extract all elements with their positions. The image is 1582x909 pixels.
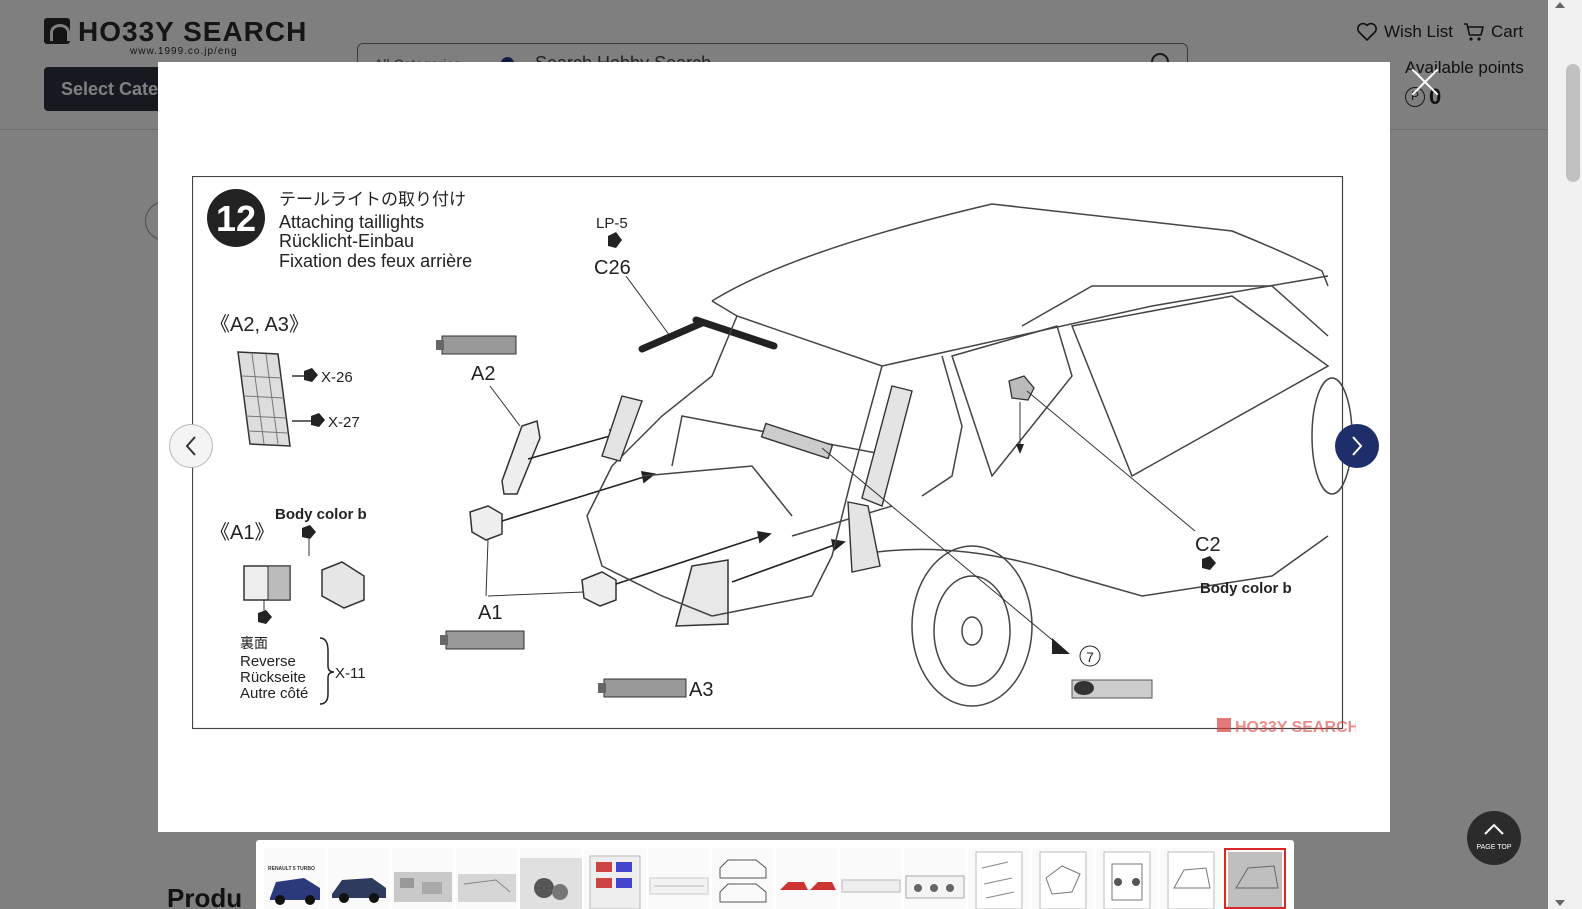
thumbnail[interactable] — [712, 848, 774, 909]
thumbnail[interactable] — [328, 848, 390, 909]
thumbnail[interactable] — [1032, 848, 1094, 909]
image-lightbox: 12 テールライトの取り付け Attaching taillights Rück… — [158, 62, 1390, 832]
part-a3-label: A3 — [689, 679, 713, 701]
scroll-up-icon[interactable] — [1555, 2, 1565, 8]
car-outline — [586, 203, 1330, 617]
taillight-lens-parts — [237, 351, 291, 447]
title-en: Attaching taillights — [279, 212, 424, 232]
reverse-en: Reverse — [240, 653, 296, 670]
scroll-thumb[interactable] — [1566, 64, 1580, 182]
thumbnail[interactable] — [456, 848, 518, 909]
thumbnail-caption: RENAULT 5 TURBO — [268, 866, 315, 872]
close-lightbox-button[interactable] — [1405, 62, 1445, 102]
part-a1-label: A1 — [478, 602, 502, 624]
prev-image-button[interactable] — [169, 424, 213, 468]
label-x11: X-11 — [335, 665, 366, 682]
title-fr: Fixation des feux arrière — [279, 251, 472, 271]
thumbnail[interactable] — [392, 848, 454, 909]
reverse-fr: Autre côté — [240, 685, 308, 702]
thumbnail[interactable]: RENAULT 5 TURBO — [264, 848, 326, 909]
thumbnail[interactable] — [584, 848, 646, 909]
group-a1-label: 《A1》 — [210, 522, 274, 544]
thumbnail[interactable] — [520, 848, 582, 909]
thumbnail[interactable] — [1160, 848, 1222, 909]
thumbnail[interactable] — [904, 848, 966, 909]
cement-tube — [598, 678, 687, 698]
part-a2-label: A2 — [471, 363, 495, 385]
chevron-right-icon — [1352, 436, 1363, 456]
watermark: HO33Y SEARCH — [1235, 719, 1356, 736]
thumbnail-strip: RENAULT 5 TURBO — [256, 840, 1294, 909]
reverse-jp: 裏面 — [240, 635, 268, 652]
assembly-arrows — [501, 429, 846, 585]
label-x26: X-26 — [321, 369, 353, 386]
next-image-button[interactable] — [1335, 424, 1379, 468]
body-color-b-label: Body color b — [275, 506, 367, 523]
label-x27: X-27 — [328, 414, 360, 431]
step-number: 12 — [216, 198, 256, 239]
body-color-b-c2-label: Body color b — [1200, 580, 1292, 597]
thumbnail[interactable] — [1096, 848, 1158, 909]
chevron-up-icon — [1484, 823, 1504, 835]
label-c26: C26 — [594, 257, 631, 279]
car-taillights — [601, 385, 913, 573]
thumbnail[interactable] — [968, 848, 1030, 909]
scroll-down-icon[interactable] — [1555, 900, 1565, 906]
title-de: Rücklicht-Einbau — [279, 231, 414, 251]
label-c2: C2 — [1195, 534, 1221, 556]
thumbnail[interactable] — [840, 848, 902, 909]
page-top-button[interactable]: PAGE TOP — [1467, 811, 1521, 865]
instruction-diagram: 12 テールライトの取り付け Attaching taillights Rück… — [192, 176, 1356, 736]
group-a2-a3-label: 《A2, A3》 — [210, 314, 309, 336]
label-lp5: LP-5 — [596, 215, 628, 232]
page-top-label: PAGE TOP — [1476, 844, 1512, 851]
title-jp: テールライトの取り付け — [279, 190, 466, 210]
reverse-de: Rückseite — [240, 669, 306, 686]
thumbnail[interactable] — [776, 848, 838, 909]
cement-ref-number: 7 — [1086, 649, 1094, 665]
thumbnail[interactable] — [648, 848, 710, 909]
thumbnail-selected[interactable] — [1224, 848, 1286, 909]
chevron-left-icon — [185, 436, 196, 456]
cement-tube — [440, 630, 525, 650]
cement-tube — [436, 335, 517, 355]
tamiya-cement-icon — [1071, 679, 1153, 699]
